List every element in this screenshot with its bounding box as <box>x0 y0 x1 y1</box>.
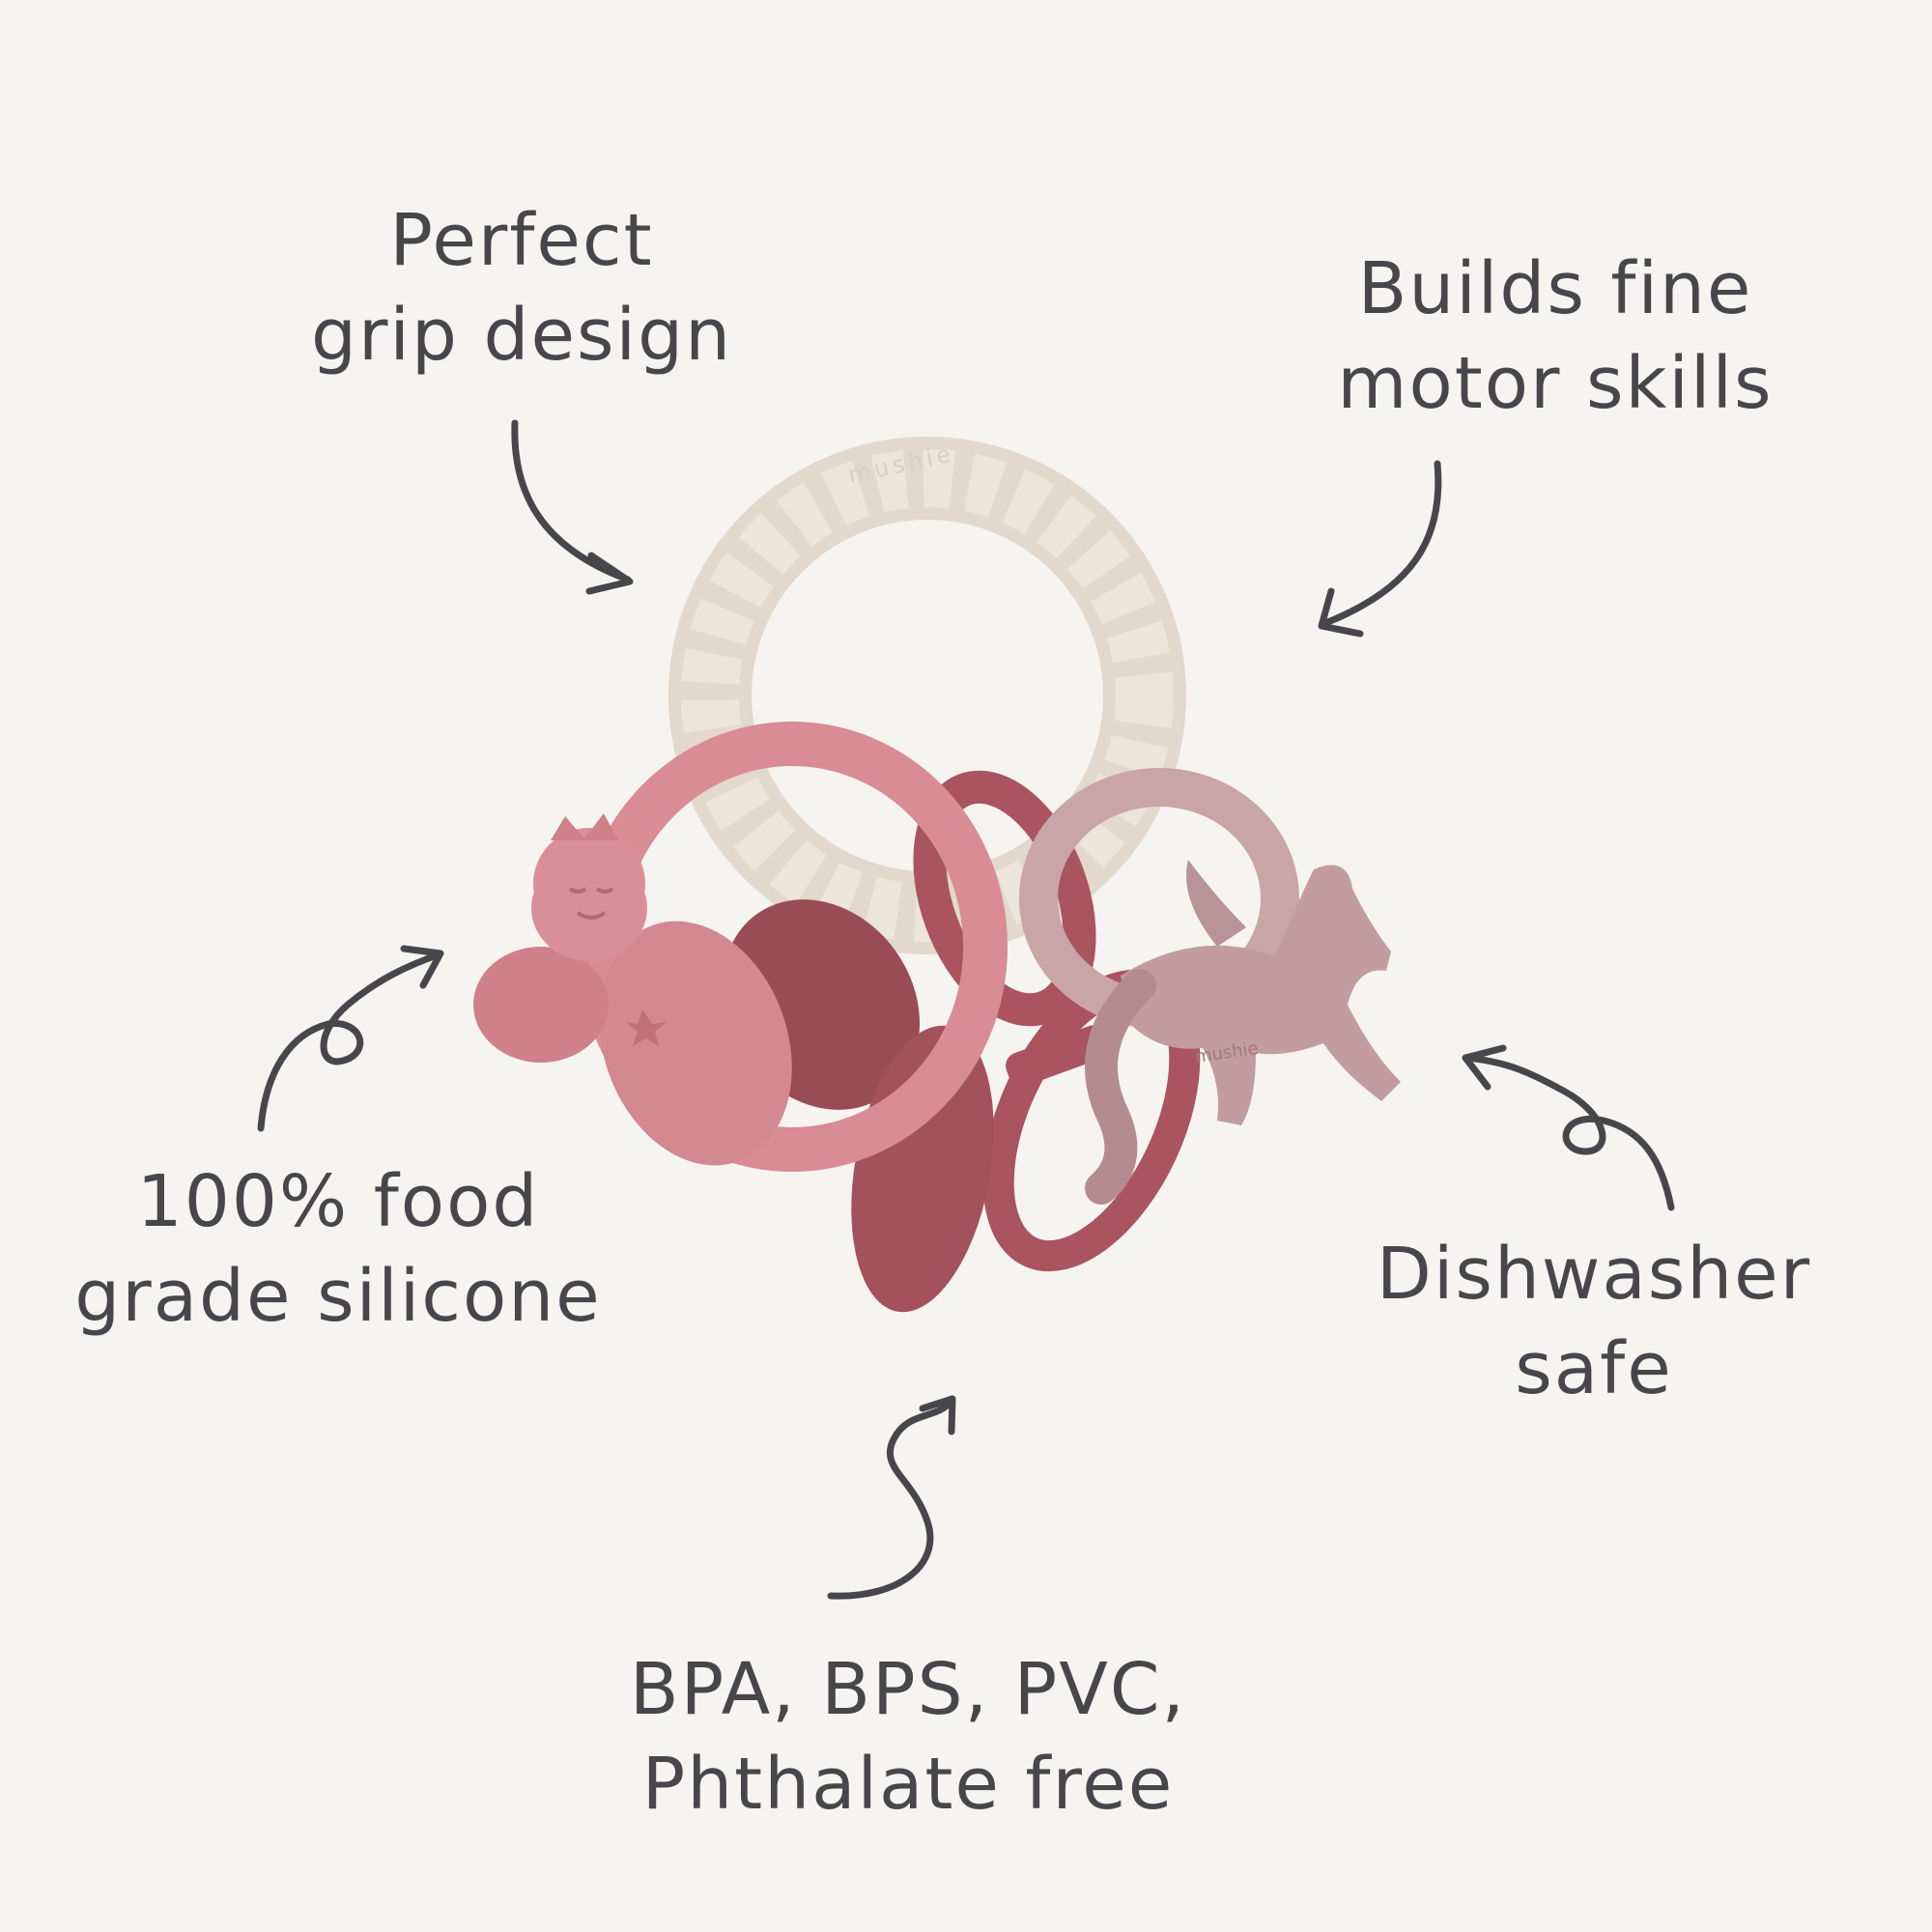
callout-line: motor skills <box>1337 342 1774 425</box>
callout-line: safe <box>1515 1327 1673 1410</box>
callout-food-grade-silicone: 100% food grade silicone <box>48 1154 628 1344</box>
callout-grip-design: Perfect grip design <box>280 193 763 383</box>
arrow-silicone-icon <box>257 945 444 1132</box>
arrow-motor-icon <box>1318 460 1442 638</box>
callout-line: BPA, BPS, PVC, <box>629 1648 1187 1731</box>
callout-line: Phthalate free <box>641 1743 1175 1826</box>
callout-dishwasher-safe: Dishwasher safe <box>1333 1227 1855 1416</box>
callout-line: Perfect <box>389 199 654 282</box>
callout-line: grip design <box>311 294 732 377</box>
callout-motor-skills: Builds fine motor skills <box>1304 242 1806 431</box>
callout-chemical-free: BPA, BPS, PVC, Phthalate free <box>560 1642 1256 1832</box>
callout-line: Builds fine <box>1357 247 1753 330</box>
pink-fairy-teether <box>473 722 1008 1172</box>
arrow-free-icon <box>827 1395 956 1600</box>
callout-line: Dishwasher <box>1376 1233 1812 1316</box>
callout-line: grade silicone <box>74 1255 602 1338</box>
arrow-grip-icon <box>511 419 634 595</box>
callout-line: 100% food <box>136 1160 540 1243</box>
arrow-dishwasher-icon <box>1462 1044 1675 1211</box>
mauve-unicorn-teether <box>1019 768 1401 1205</box>
